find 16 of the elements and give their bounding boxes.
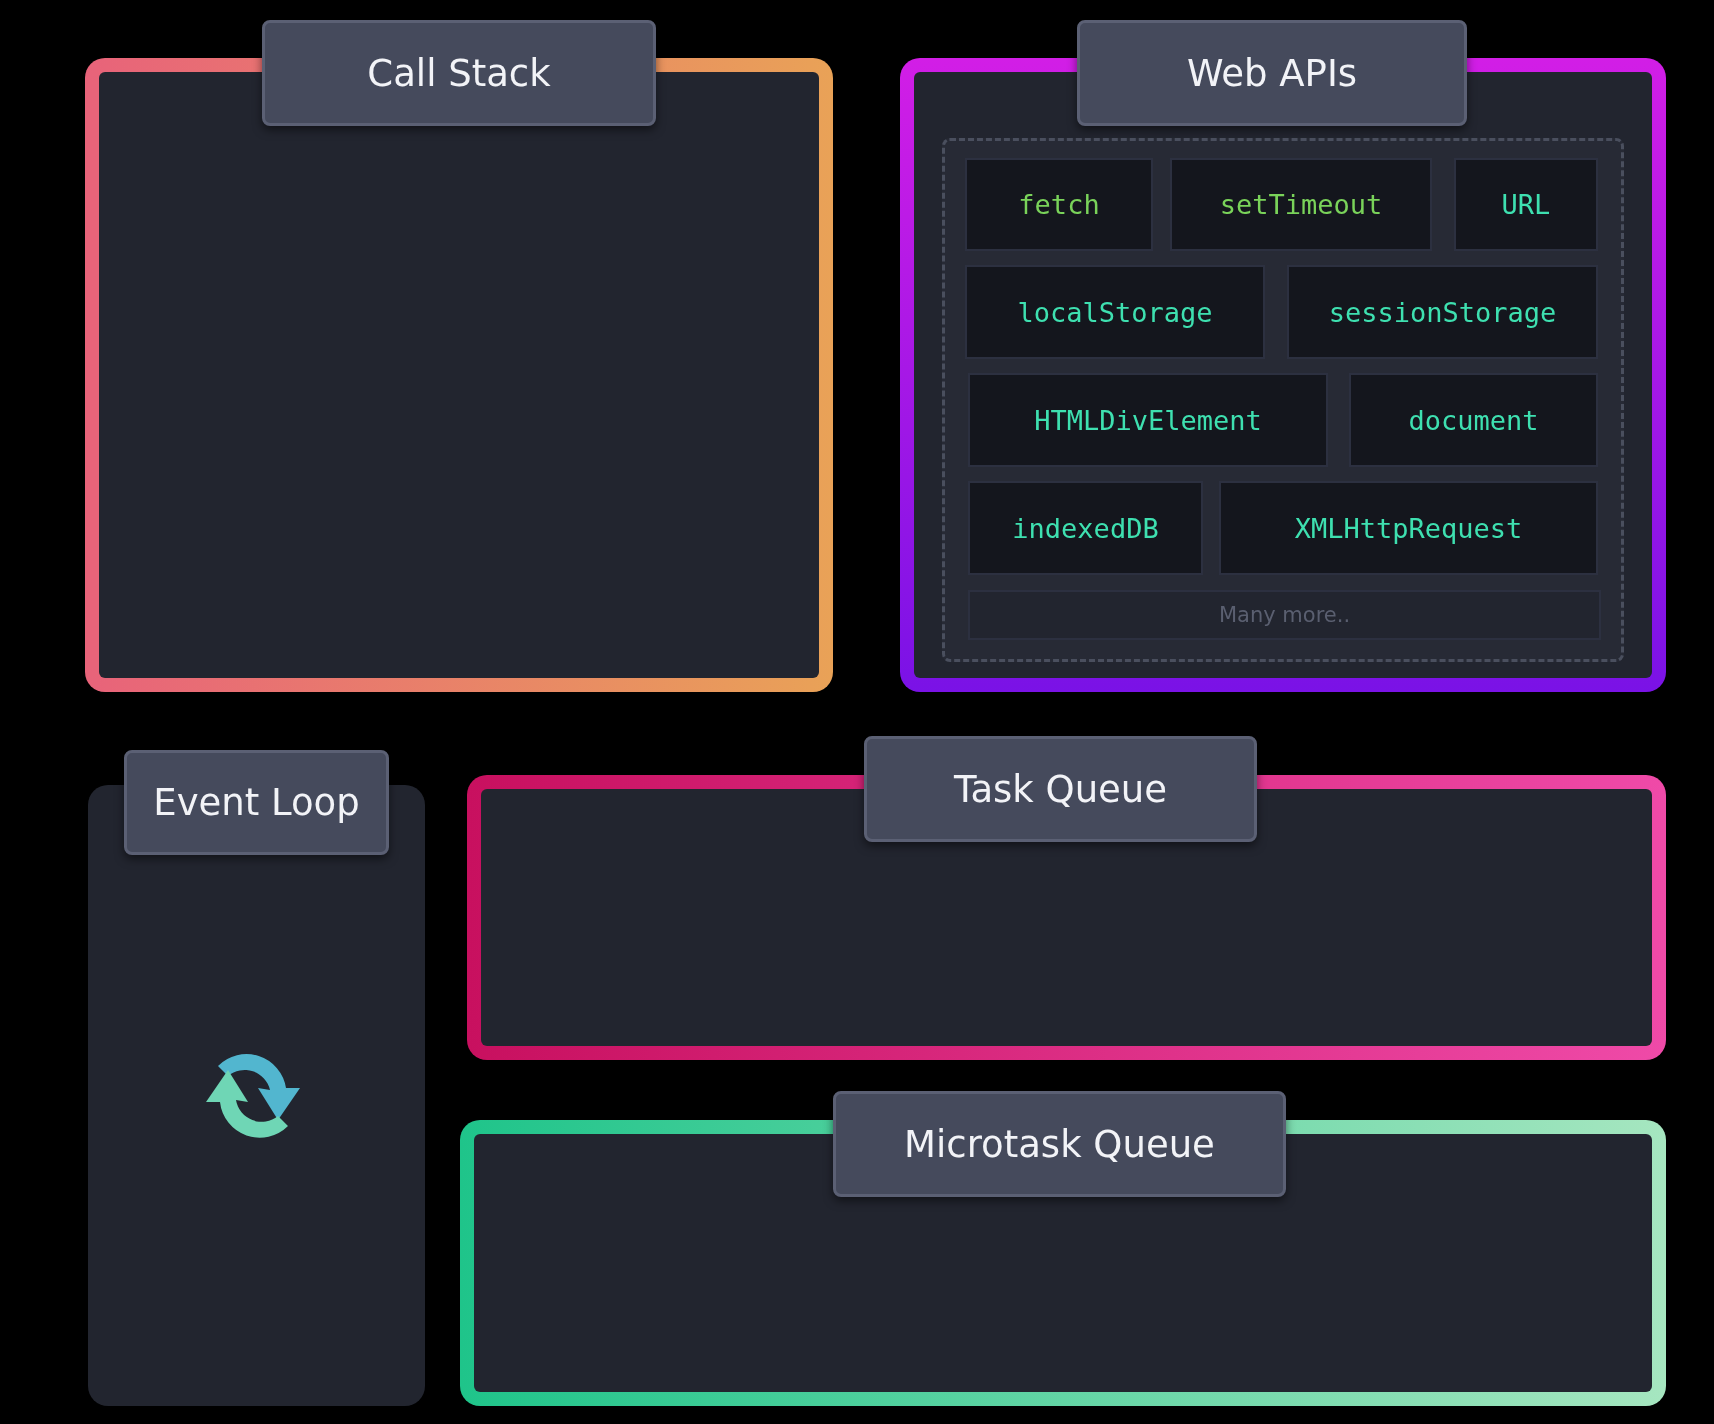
panel-title: Web APIs bbox=[1077, 20, 1467, 126]
api-name: setTimeout bbox=[1170, 158, 1432, 251]
api-name: fetch bbox=[965, 158, 1153, 251]
note-text: Many more.. bbox=[968, 590, 1601, 640]
dashed-container bbox=[942, 138, 1624, 662]
api-name: XMLHttpRequest bbox=[1219, 481, 1598, 575]
api-name: URL bbox=[1454, 158, 1598, 251]
api-name: document bbox=[1349, 373, 1598, 467]
api-name: sessionStorage bbox=[1287, 265, 1598, 359]
api-name: localStorage bbox=[965, 265, 1265, 359]
panel-title: Call Stack bbox=[262, 20, 656, 126]
panel-title: Task Queue bbox=[864, 736, 1257, 842]
panel-title: Microtask Queue bbox=[833, 1091, 1286, 1197]
api-name: indexedDB bbox=[968, 481, 1203, 575]
panel-title: Event Loop bbox=[124, 750, 389, 855]
api-name: HTMLDivElement bbox=[968, 373, 1328, 467]
